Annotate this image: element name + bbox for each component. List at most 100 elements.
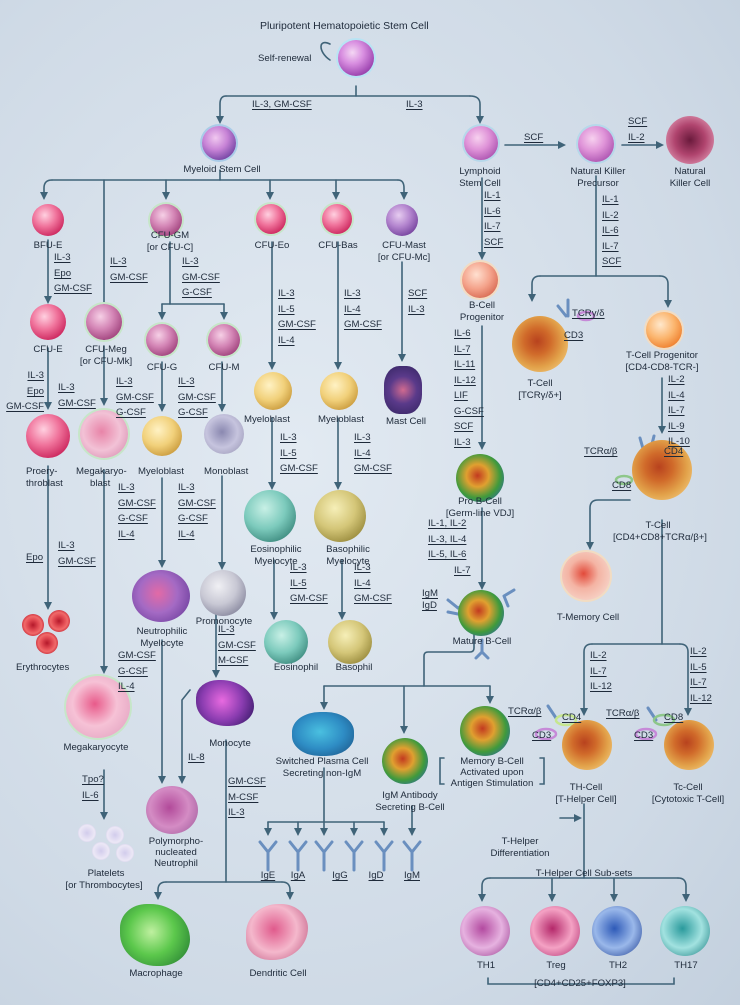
erythrocytes-label: Erythrocytes [16,662,70,673]
factor: IL-6 [484,205,501,217]
eosinophilic-myelocyte-cell [244,490,296,542]
memory-b-label-3: Antigen Stimulation [450,778,534,789]
factor: IL-3 [408,303,425,315]
factor: IL-3 [218,624,235,635]
myeloblast-bas-cell [320,372,358,410]
factor: IL-6 [454,328,471,339]
factor: IL-5 [690,661,707,673]
erythrocyte [22,614,44,636]
factor: IL-4 [118,681,135,692]
th-diff-label-2: Differentiation [490,848,550,859]
monocyte-cell [196,680,254,726]
th-cd4-label: CD4 [562,712,582,723]
th-tcr-ab-label: TCRα/β [508,706,542,717]
factor: IL-3 [116,376,133,387]
t-cell-label: T-Cell [645,520,671,531]
factor: IL-4 [354,577,371,589]
erythrocyte [36,632,58,654]
myeloblast-neutro-cell [142,416,182,456]
t-cell-gamma-delta [512,316,568,372]
myeloblast-eo-label: Myeloblast [244,414,290,425]
plasma-label-2: Secreting non-IgM [282,768,362,779]
factor: IL-1 [602,194,619,205]
factor: IL-3 [178,376,195,387]
factor: IL-4 [278,334,295,346]
antibody-igd-label: IgD [368,870,384,881]
proerythroblast-label-2: throblast [26,478,63,489]
t-cell-gd-sublabel: [TCRγ/δ+] [518,390,562,401]
bfu-e-cell [32,204,64,236]
cfu-m-cell [208,324,240,356]
tc-tcr-ab-label: TCRα/β [606,708,640,719]
igm-receptor-label: IgM [422,588,438,599]
pro-b-label-1: Pro B-Cell [458,496,502,507]
factor: IL-3 [228,807,245,818]
memory-b-label-1: Memory B-Cell [460,756,524,767]
factor: GM-CSF [178,391,216,403]
eosinophil-cell [264,620,308,664]
factor: GM-CSF [354,463,392,474]
factor: SCF [454,421,474,432]
factor: IL-3 [344,288,361,299]
memory-b-cell [460,706,510,756]
factor: GM-CSF [290,593,328,604]
natural-killer-cell [666,116,714,164]
factor: IL-1, IL-2 [428,518,467,529]
factor: IL-3 [182,256,199,267]
factor: IL-12 [454,374,476,386]
factor: IL-7 [484,221,501,232]
promonocyte-cell [200,570,246,616]
factor: IL-10 [668,436,690,447]
factor: IL-5 [290,577,307,589]
tc-cd8-label: CD8 [664,712,684,723]
factor: LIF [454,390,468,401]
factor: G-CSF [118,665,148,677]
factor: Epo [26,385,44,397]
t-memory-label: T-Memory Cell [556,612,620,623]
diagram-title: Pluripotent Hematopoietic Stem Cell [260,20,429,32]
megakaryocyte-factors: Tpo?IL-6 [82,772,104,803]
factor: IL-4 [668,389,685,401]
pro-b-cell [456,454,504,502]
myeloid-branch-factors: IL-3, GM-CSF [252,99,312,110]
cd3-label: CD3 [564,330,584,341]
factor: G-CSF [116,407,146,418]
factor: IL-1 [484,190,501,201]
factor: IL-8 [188,752,205,763]
cfu-e-label: CFU-E [33,344,63,355]
polymorphonucleated-neutrophil-cell [146,786,198,834]
factor: IL-3 [454,436,471,448]
eosinophil-label: Eosinophil [273,662,319,673]
cfu-bas-cell [322,204,352,234]
t-cell-sublabel: [CD4+CD8+TCRα/β+] [613,532,707,543]
polymorph-label-1: Polymorpho- [148,836,204,847]
cfu-mast-label-1: CFU-Mast [382,240,426,251]
basophilic-myelocyte-label-2: Myelocyte [326,556,370,567]
scf-to-nk-label: SCF [524,132,544,143]
promonocyte-label: Promonocyte [195,616,253,627]
myeloid-stem-cell [202,126,236,160]
factor: IL-5, IL-6 [428,549,467,560]
platelet [106,826,124,844]
memory-b-label-2: Activated upon [460,767,524,778]
factor: IL-12 [690,692,712,704]
lymphoid-branch-factors: IL-3 [406,99,423,110]
t-cell-cd4-cd8 [632,440,692,500]
igd-receptor-label: IgD [422,600,437,611]
factor: GM-CSF [344,319,382,330]
nk-cell-label-2: Killer Cell [669,178,711,189]
treg-label: Treg [546,960,566,971]
th-subsets-label: T-Helper Cell Sub-sets [535,868,633,879]
